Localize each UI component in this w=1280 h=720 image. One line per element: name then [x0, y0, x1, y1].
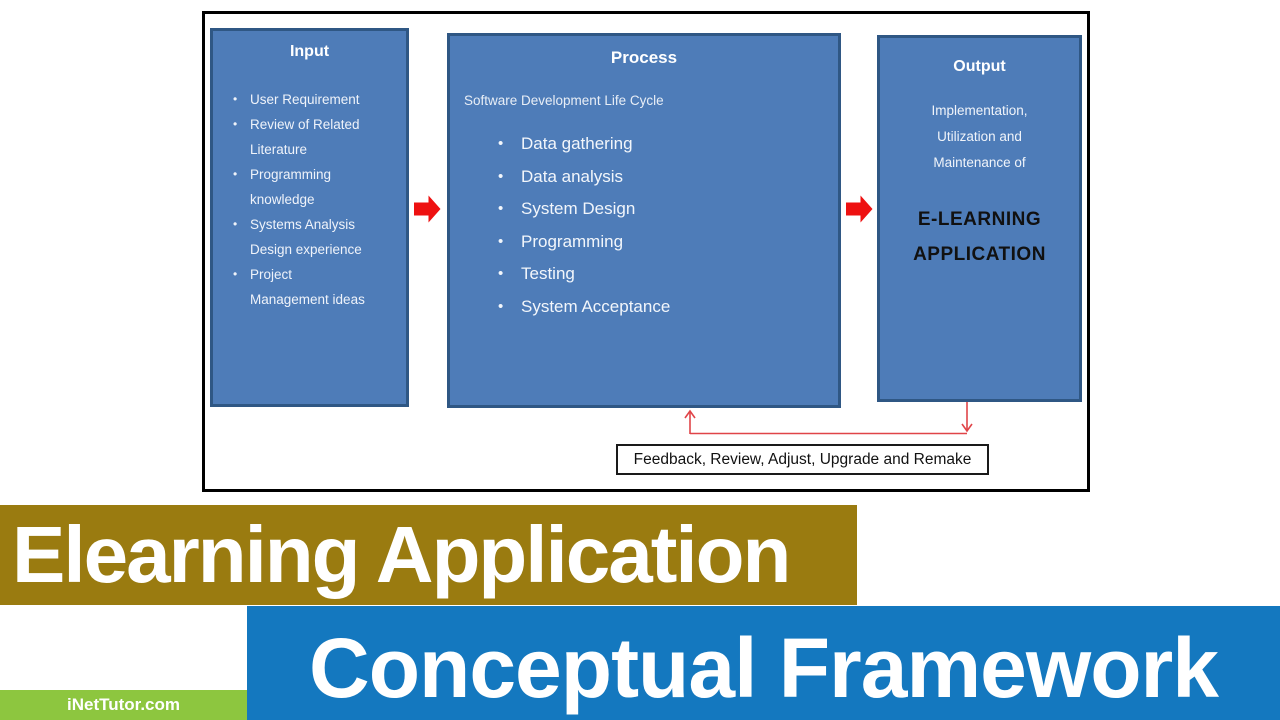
- bullet-icon: •: [233, 92, 238, 106]
- bullet-icon: •: [233, 117, 238, 131]
- feedback-loop-arrows: [684, 402, 973, 435]
- bullet-icon: •: [233, 267, 238, 281]
- process-list-item: • Testing: [498, 258, 838, 291]
- input-item-label: Programming knowledge: [250, 167, 332, 207]
- process-list: • Data gathering • Data analysis • Syste…: [450, 128, 838, 323]
- process-item-label: Programming: [521, 231, 624, 251]
- input-list-item: • User Requirement: [233, 87, 398, 112]
- process-list-item: • Data gathering: [498, 128, 838, 161]
- input-list-item: • Systems Analysis Design experience: [233, 212, 398, 262]
- bullet-icon: •: [498, 135, 504, 152]
- watermark-text: iNetTutor.com: [66, 695, 181, 714]
- title-banner: Elearning Application: [0, 505, 857, 605]
- input-title: Input: [289, 43, 330, 60]
- input-list-item: • Programming knowledge: [233, 162, 398, 212]
- output-box: Output Implementation, Utilization and M…: [877, 35, 1082, 402]
- process-subtitle: Software Development Life Cycle: [464, 93, 664, 108]
- output-highlight: E-LEARNING APPLICATION: [880, 202, 1079, 272]
- process-title: Process: [610, 48, 678, 67]
- process-item-label: Testing: [521, 264, 575, 283]
- output-highlight-line1: E-LEARNING: [917, 209, 1042, 230]
- input-list-item: • Project Management ideas: [233, 262, 398, 312]
- bullet-icon: •: [498, 265, 504, 282]
- bullet-icon: •: [498, 297, 504, 315]
- bullet-icon: •: [498, 232, 504, 250]
- bullet-icon: •: [233, 167, 238, 181]
- input-item-label: User Requirement: [250, 92, 360, 107]
- diagram-frame: Input • User Requirement • Review of Rel…: [202, 11, 1090, 492]
- input-list: • User Requirement • Review of Related L…: [213, 87, 406, 312]
- watermark-strip: iNetTutor.com: [0, 690, 247, 720]
- process-list-item: • Programming: [498, 226, 838, 259]
- bullet-icon: •: [233, 217, 238, 231]
- output-subtitle: Implementation, Utilization and Maintena…: [931, 103, 1028, 170]
- input-list-item: • Review of Related Literature: [233, 112, 398, 162]
- output-title: Output: [953, 58, 1006, 75]
- process-list-item: • System Acceptance: [498, 291, 838, 324]
- right-arrow-icon: [846, 195, 873, 223]
- feedback-label: Feedback, Review, Adjust, Upgrade and Re…: [633, 450, 972, 468]
- feedback-box: Feedback, Review, Adjust, Upgrade and Re…: [616, 444, 989, 475]
- bullet-icon: •: [498, 200, 504, 217]
- process-item-label: Data analysis: [521, 166, 624, 186]
- right-arrow-icon: [414, 195, 441, 223]
- process-item-label: System Acceptance: [521, 296, 671, 316]
- subtitle-banner-text: Conceptual Framework: [309, 621, 1219, 715]
- input-box: Input • User Requirement • Review of Rel…: [210, 28, 409, 407]
- process-item-label: System Design: [521, 199, 636, 218]
- output-highlight-line2: APPLICATION: [913, 244, 1046, 265]
- input-item-label: Systems Analysis Design experience: [250, 217, 362, 257]
- input-item-label: Project Management ideas: [250, 267, 365, 307]
- process-item-label: Data gathering: [521, 134, 633, 153]
- process-list-item: • System Design: [498, 193, 838, 226]
- process-list-item: • Data analysis: [498, 161, 838, 194]
- title-banner-text: Elearning Application: [12, 510, 791, 599]
- input-item-label: Review of Related Literature: [250, 117, 360, 157]
- process-box: Process Software Development Life Cycle …: [447, 33, 841, 408]
- subtitle-banner: Conceptual Framework: [247, 606, 1280, 720]
- bullet-icon: •: [498, 167, 504, 185]
